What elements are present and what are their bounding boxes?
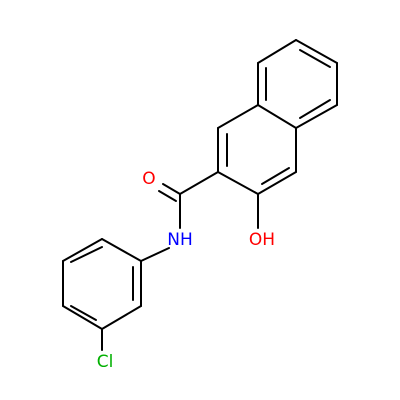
bond (257, 39, 297, 64)
oxygen-atom-label: O (142, 169, 155, 189)
bond (257, 104, 297, 129)
bond (140, 247, 170, 262)
bond (101, 238, 142, 262)
nitrogen-atom-label: NH (167, 230, 193, 250)
bond (217, 171, 259, 195)
bond (295, 39, 338, 64)
bond (295, 104, 338, 129)
bond (62, 238, 103, 262)
double-bond-inner (70, 246, 103, 263)
chlorine-atom-label: Cl (97, 352, 114, 372)
carbonyl-double-bond (162, 183, 181, 195)
double-bond-inner (299, 49, 331, 68)
double-bond-inner (70, 305, 97, 321)
bond (62, 305, 103, 330)
bond (179, 171, 219, 195)
bond (257, 171, 297, 195)
carbonyl-double-bond (158, 190, 177, 202)
bond (101, 305, 142, 330)
hydroxyl-atom-label: OH (249, 230, 275, 250)
double-bond-inner (299, 99, 331, 119)
double-bond-inner (261, 167, 290, 185)
bond (217, 104, 259, 129)
